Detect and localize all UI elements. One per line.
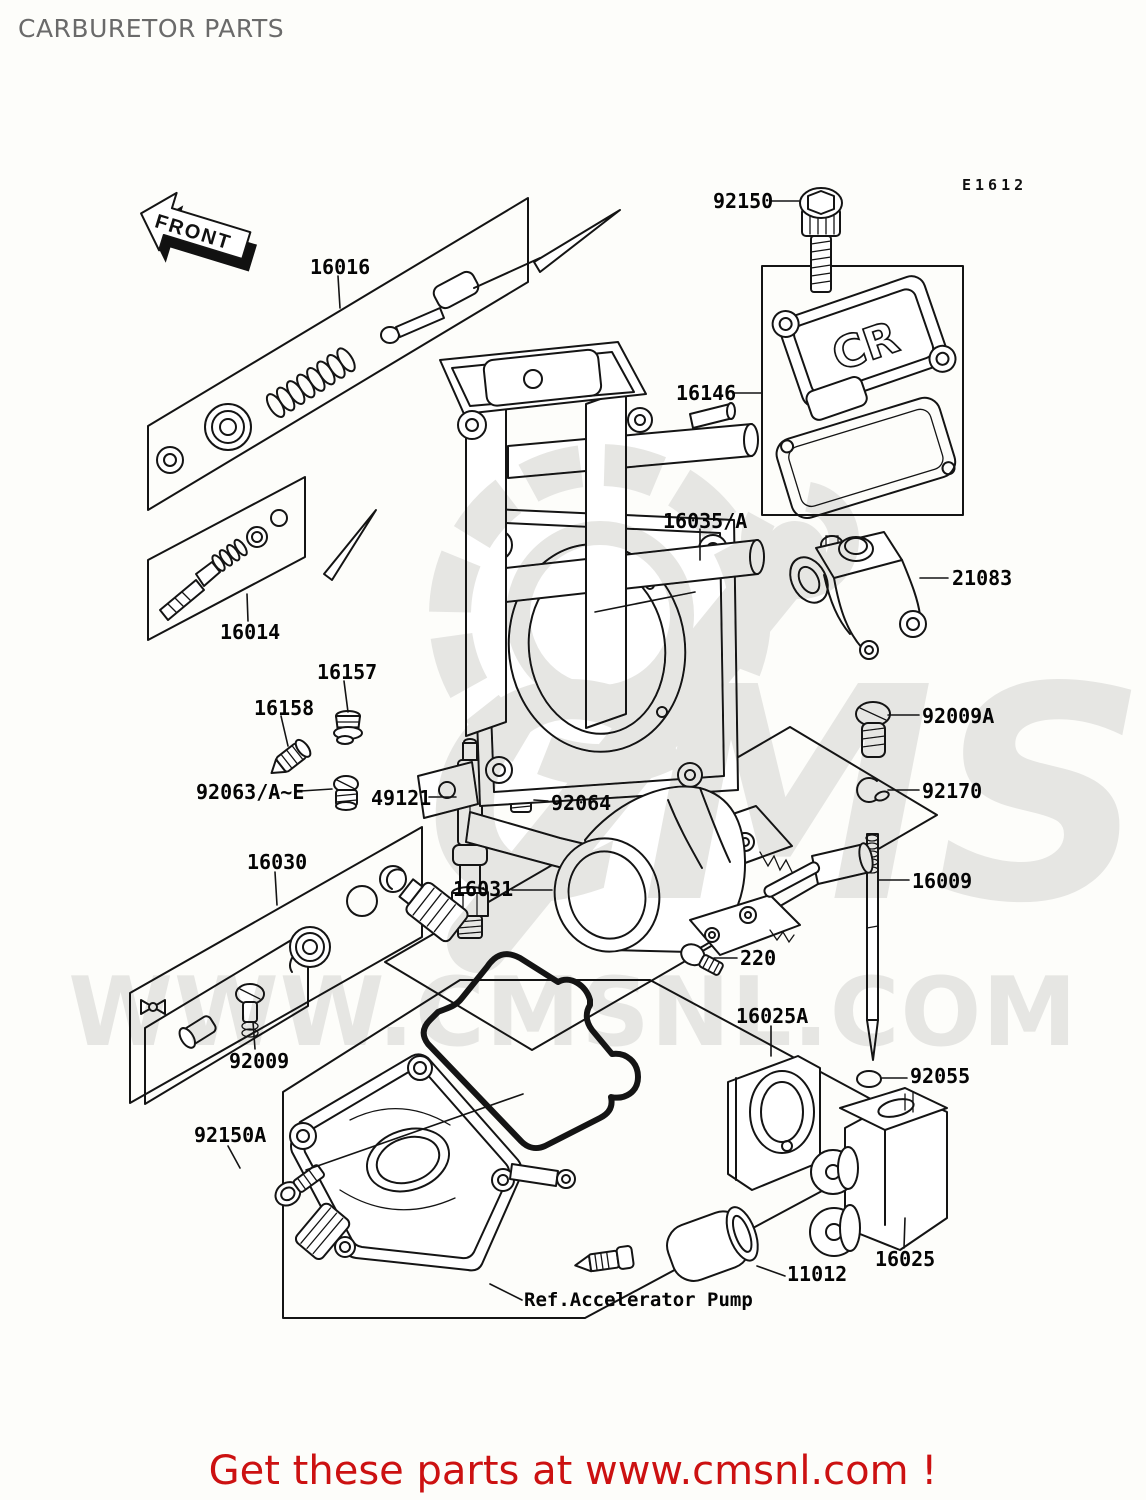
- kit-16014-contents: [159, 509, 288, 621]
- spring-16016: [265, 347, 356, 418]
- part-label-16030: 16030: [247, 850, 308, 874]
- kit-16016-contents: [156, 257, 541, 474]
- part-label-92150: 92150: [713, 189, 774, 213]
- screw-220: [680, 943, 724, 976]
- part-label-16158: 16158: [254, 696, 315, 720]
- bolt-92150: [799, 187, 843, 293]
- part-label-11012: 11012: [787, 1262, 848, 1286]
- watermark-url-text: WWW.CMSNL.COM: [68, 958, 1078, 1068]
- oring-92055: [856, 1070, 882, 1088]
- part-label-16146: 16146: [676, 381, 737, 405]
- part-label-21083: 21083: [952, 566, 1013, 590]
- pump-body-16025: [809, 1087, 948, 1257]
- page-title: CARBURETOR PARTS: [18, 14, 285, 43]
- pump-nozzle: [574, 1245, 635, 1273]
- part-label-16009: 16009: [912, 869, 973, 893]
- diagram-code: E1612: [962, 176, 1028, 194]
- screw-92150a: [274, 1164, 325, 1207]
- part-label-92063-a-e: 92063/A~E: [196, 780, 305, 804]
- kit-16030-contents: [140, 865, 407, 1049]
- screw-92009a: [855, 701, 891, 758]
- part-label-92055: 92055: [910, 1064, 971, 1088]
- needle-16009: [865, 833, 879, 1061]
- part-label-16031: 16031: [453, 877, 514, 901]
- cap-11012: [666, 1206, 759, 1282]
- front-arrow: FRONT: [140, 191, 258, 272]
- jet-16157: [333, 710, 363, 745]
- diaphragm-16025a: [727, 1055, 821, 1191]
- float-bowl-assembly: [289, 951, 641, 1273]
- jet-16158: [270, 738, 312, 775]
- part-label-ref-accelerator-pump: Ref.Accelerator Pump: [524, 1289, 753, 1311]
- part-label-92009a: 92009A: [922, 704, 995, 728]
- part-label-49121: 49121: [371, 786, 432, 810]
- part-label-92150a: 92150A: [194, 1123, 267, 1147]
- part-label-16014: 16014: [220, 620, 281, 644]
- part-label-16157: 16157: [317, 660, 378, 684]
- footer-link[interactable]: Get these parts at www.cmsnl.com !: [208, 1448, 938, 1494]
- part-label-92170: 92170: [922, 779, 983, 803]
- cms-watermark: CMS WWW.CMSNL.COM: [68, 444, 1146, 1068]
- part-label-16025a: 16025A: [736, 1004, 809, 1028]
- cover-cr-16146: CR: [771, 275, 957, 519]
- part-label-16016: 16016: [310, 255, 371, 279]
- throttle-valve-16031: [553, 785, 821, 956]
- clip-92170: [856, 777, 890, 803]
- part-label-220: 220: [740, 946, 777, 970]
- leader-lines: [227, 200, 949, 1301]
- part-label-16025: 16025: [875, 1247, 936, 1271]
- jet-92063: [333, 775, 359, 811]
- part-label-92009: 92009: [229, 1049, 290, 1073]
- watermark-logo-text: CMS: [425, 624, 1146, 968]
- part-label-16035-a: 16035/A: [663, 509, 748, 533]
- part-label-92064: 92064: [551, 791, 612, 815]
